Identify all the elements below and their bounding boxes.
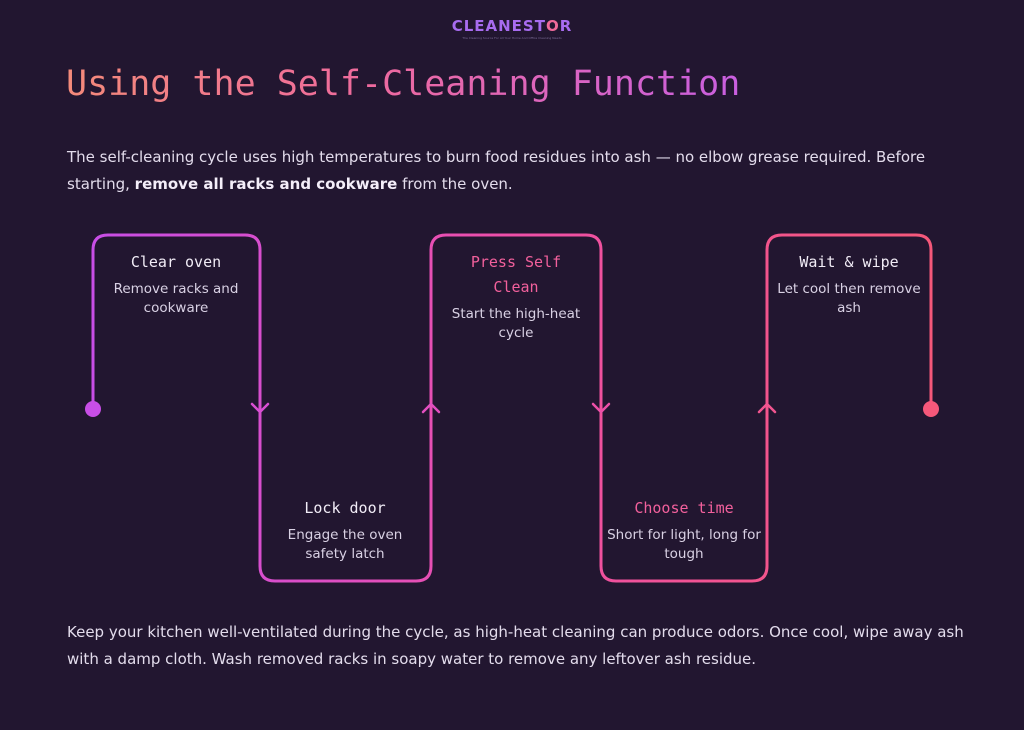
step-description: Start the high-heat cycle [451,306,581,341]
up-arrow-icon [757,402,777,414]
page-title: Using the Self-Cleaning Function [66,60,740,108]
step-title: Lock door [304,499,386,517]
flow-start-dot [85,401,101,417]
intro-text-before: The self-cleaning cycle uses high temper… [67,148,926,193]
step-clear-oven: Clear oven Remove racks and cookware [96,250,256,318]
flow-path [91,233,933,583]
step-description: Let cool then remove ash [777,281,921,316]
step-description: Short for light, long for tough [607,527,761,562]
up-arrow-icon [421,402,441,414]
step-description: Remove racks and cookware [113,281,239,316]
step-wait-and-wipe: Wait & wipe Let cool then remove ash [769,250,929,318]
intro-text-after: from the oven. [397,175,513,193]
step-title: Press Self Clean [470,253,562,296]
step-choose-time: Choose time Short for light, long for to… [604,496,764,564]
step-title: Clear oven [130,253,222,271]
outro-paragraph: Keep your kitchen well-ventilated during… [67,623,964,668]
step-title: Wait & wipe [799,253,899,271]
intro-text-bold: remove all racks and cookware [134,175,398,193]
down-arrow-icon [250,402,270,414]
intro-paragraph: The self-cleaning cycle uses high temper… [67,144,967,198]
step-lock-door: Lock door Engage the oven safety latch [265,496,425,564]
down-arrow-icon [591,402,611,414]
brand-tagline: The Cleaning Source For All Your Home An… [462,36,562,40]
step-title: Choose time [634,499,734,517]
step-description: Engage the oven safety latch [287,527,403,562]
flow-end-dot [923,401,939,417]
brand-logo: CLEANESTOR The Cleaning Source For All Y… [0,16,1024,40]
step-press-self-clean: Press Self Clean Start the high-heat cyc… [436,250,596,343]
brand-name: CLEANESTOR [451,17,573,35]
